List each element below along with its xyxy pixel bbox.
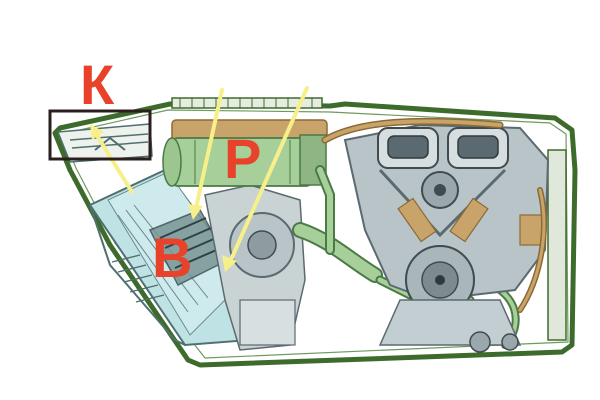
v-engine	[343, 123, 550, 353]
bronze-pipes	[321, 117, 547, 313]
radiator-block	[88, 168, 257, 347]
air-inlet-louver	[56, 123, 153, 163]
label-k: К	[80, 53, 115, 116]
arrow-down-right	[222, 86, 309, 272]
label-b: В	[152, 226, 192, 289]
arrow-to-louver	[90, 124, 134, 194]
label-p: Р	[224, 127, 261, 190]
arrow-down-left	[188, 88, 224, 220]
highlight-box	[48, 109, 152, 161]
airflow-arrows	[90, 86, 309, 272]
fan-housing	[204, 184, 306, 351]
